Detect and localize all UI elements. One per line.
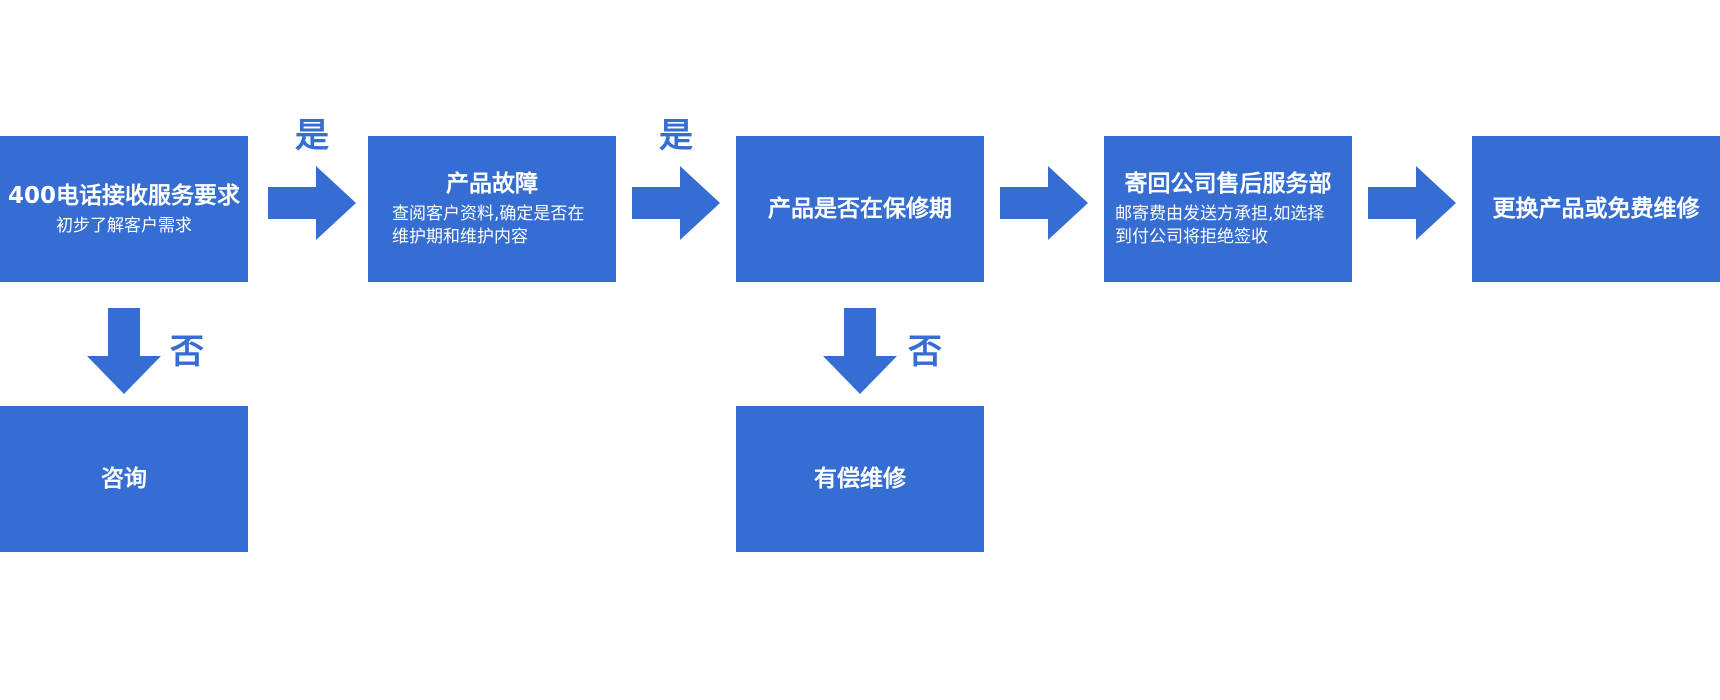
branch-title: 有偿维修 [814,466,906,492]
right-arrow-icon [268,166,356,240]
step-desc: 查阅客户资料,确定是否在维护期和维护内容 [392,204,585,247]
right-arrow-icon [1000,166,1088,240]
down-arrow-icon [87,308,161,394]
yes-label: 是 [295,116,329,156]
step-title: 更换产品或免费维修 [1492,196,1700,222]
step-title: 寄回公司售后服务部 [1124,171,1332,197]
branch-paid-repair: 有偿维修 [736,406,984,552]
step-title: 产品故障 [446,171,538,197]
no-label: 否 [908,332,942,372]
step-title: 400电话接收服务要求 [7,182,240,209]
step-replace-or-repair: 更换产品或免费维修 [1472,136,1720,282]
branch-consult: 咨询 [0,406,248,552]
step-product-fault: 产品故障 查阅客户资料,确定是否在维护期和维护内容 [368,136,616,282]
step-warranty-check: 产品是否在保修期 [736,136,984,282]
down-arrow-icon [823,308,897,394]
step-receive-request: 400电话接收服务要求 初步了解客户需求 [0,136,248,282]
right-arrow-icon [1368,166,1456,240]
step-desc: 初步了解客户需求 [56,215,192,236]
right-arrow-icon [632,166,720,240]
branch-title: 咨询 [101,466,147,492]
no-label: 否 [170,332,204,372]
step-send-to-service: 寄回公司售后服务部 邮寄费由发送方承担,如选择到付公司将拒绝签收 [1104,136,1352,282]
yes-label: 是 [659,116,693,156]
step-desc: 邮寄费由发送方承担,如选择到付公司将拒绝签收 [1115,204,1325,247]
step-title: 产品是否在保修期 [768,196,952,222]
